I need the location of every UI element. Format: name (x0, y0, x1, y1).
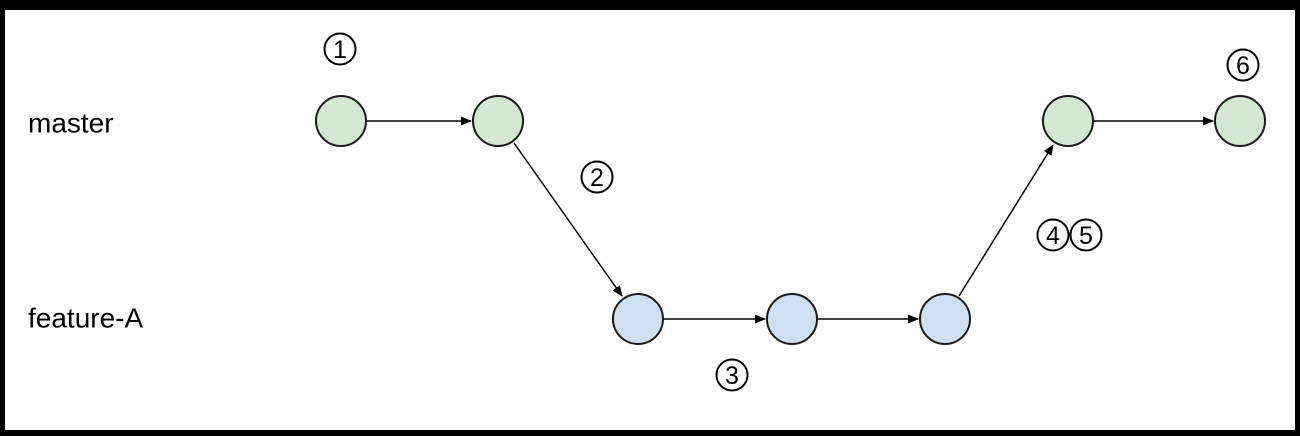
master-commit-node-4 (1214, 95, 1266, 147)
step-badge-1-circle (323, 32, 357, 66)
step-badge-6-number: 6 (1236, 52, 1250, 80)
step-badge-1-number: 1 (333, 36, 347, 64)
feature-commit-node-1 (612, 293, 664, 345)
feature-commit-node-2 (766, 293, 818, 345)
master-commit-node-3 (1042, 95, 1094, 147)
step-badge-6-circle (1226, 48, 1260, 82)
step-badge-3: 3 (715, 358, 749, 392)
branch-label-master: master (28, 108, 114, 139)
step-badge-3-number: 3 (725, 362, 739, 390)
step-badge-2-number: 2 (590, 164, 604, 192)
step-badge-5-number: 5 (1079, 222, 1093, 250)
step-badge-5: 5 (1069, 218, 1103, 252)
step-badge-2-circle (580, 160, 614, 194)
step-badge-6: 6 (1226, 48, 1260, 82)
feature-commit-node-3 (919, 293, 971, 345)
branch-off-arrow (513, 142, 623, 297)
master-commit-node-2 (472, 95, 524, 147)
step-badge-4: 4 (1036, 218, 1070, 252)
canvas-background (5, 10, 1295, 430)
step-badge-5-circle (1069, 218, 1103, 252)
merge-arrow (958, 144, 1054, 297)
step-badge-3-circle (715, 358, 749, 392)
master-commit-node-1 (315, 95, 367, 147)
step-badge-4-number: 4 (1046, 222, 1060, 250)
step-badge-1: 1 (323, 32, 357, 66)
step-badge-2: 2 (580, 160, 614, 194)
branch-label-feature-a: feature-A (28, 303, 143, 334)
step-badge-4-circle (1036, 218, 1070, 252)
